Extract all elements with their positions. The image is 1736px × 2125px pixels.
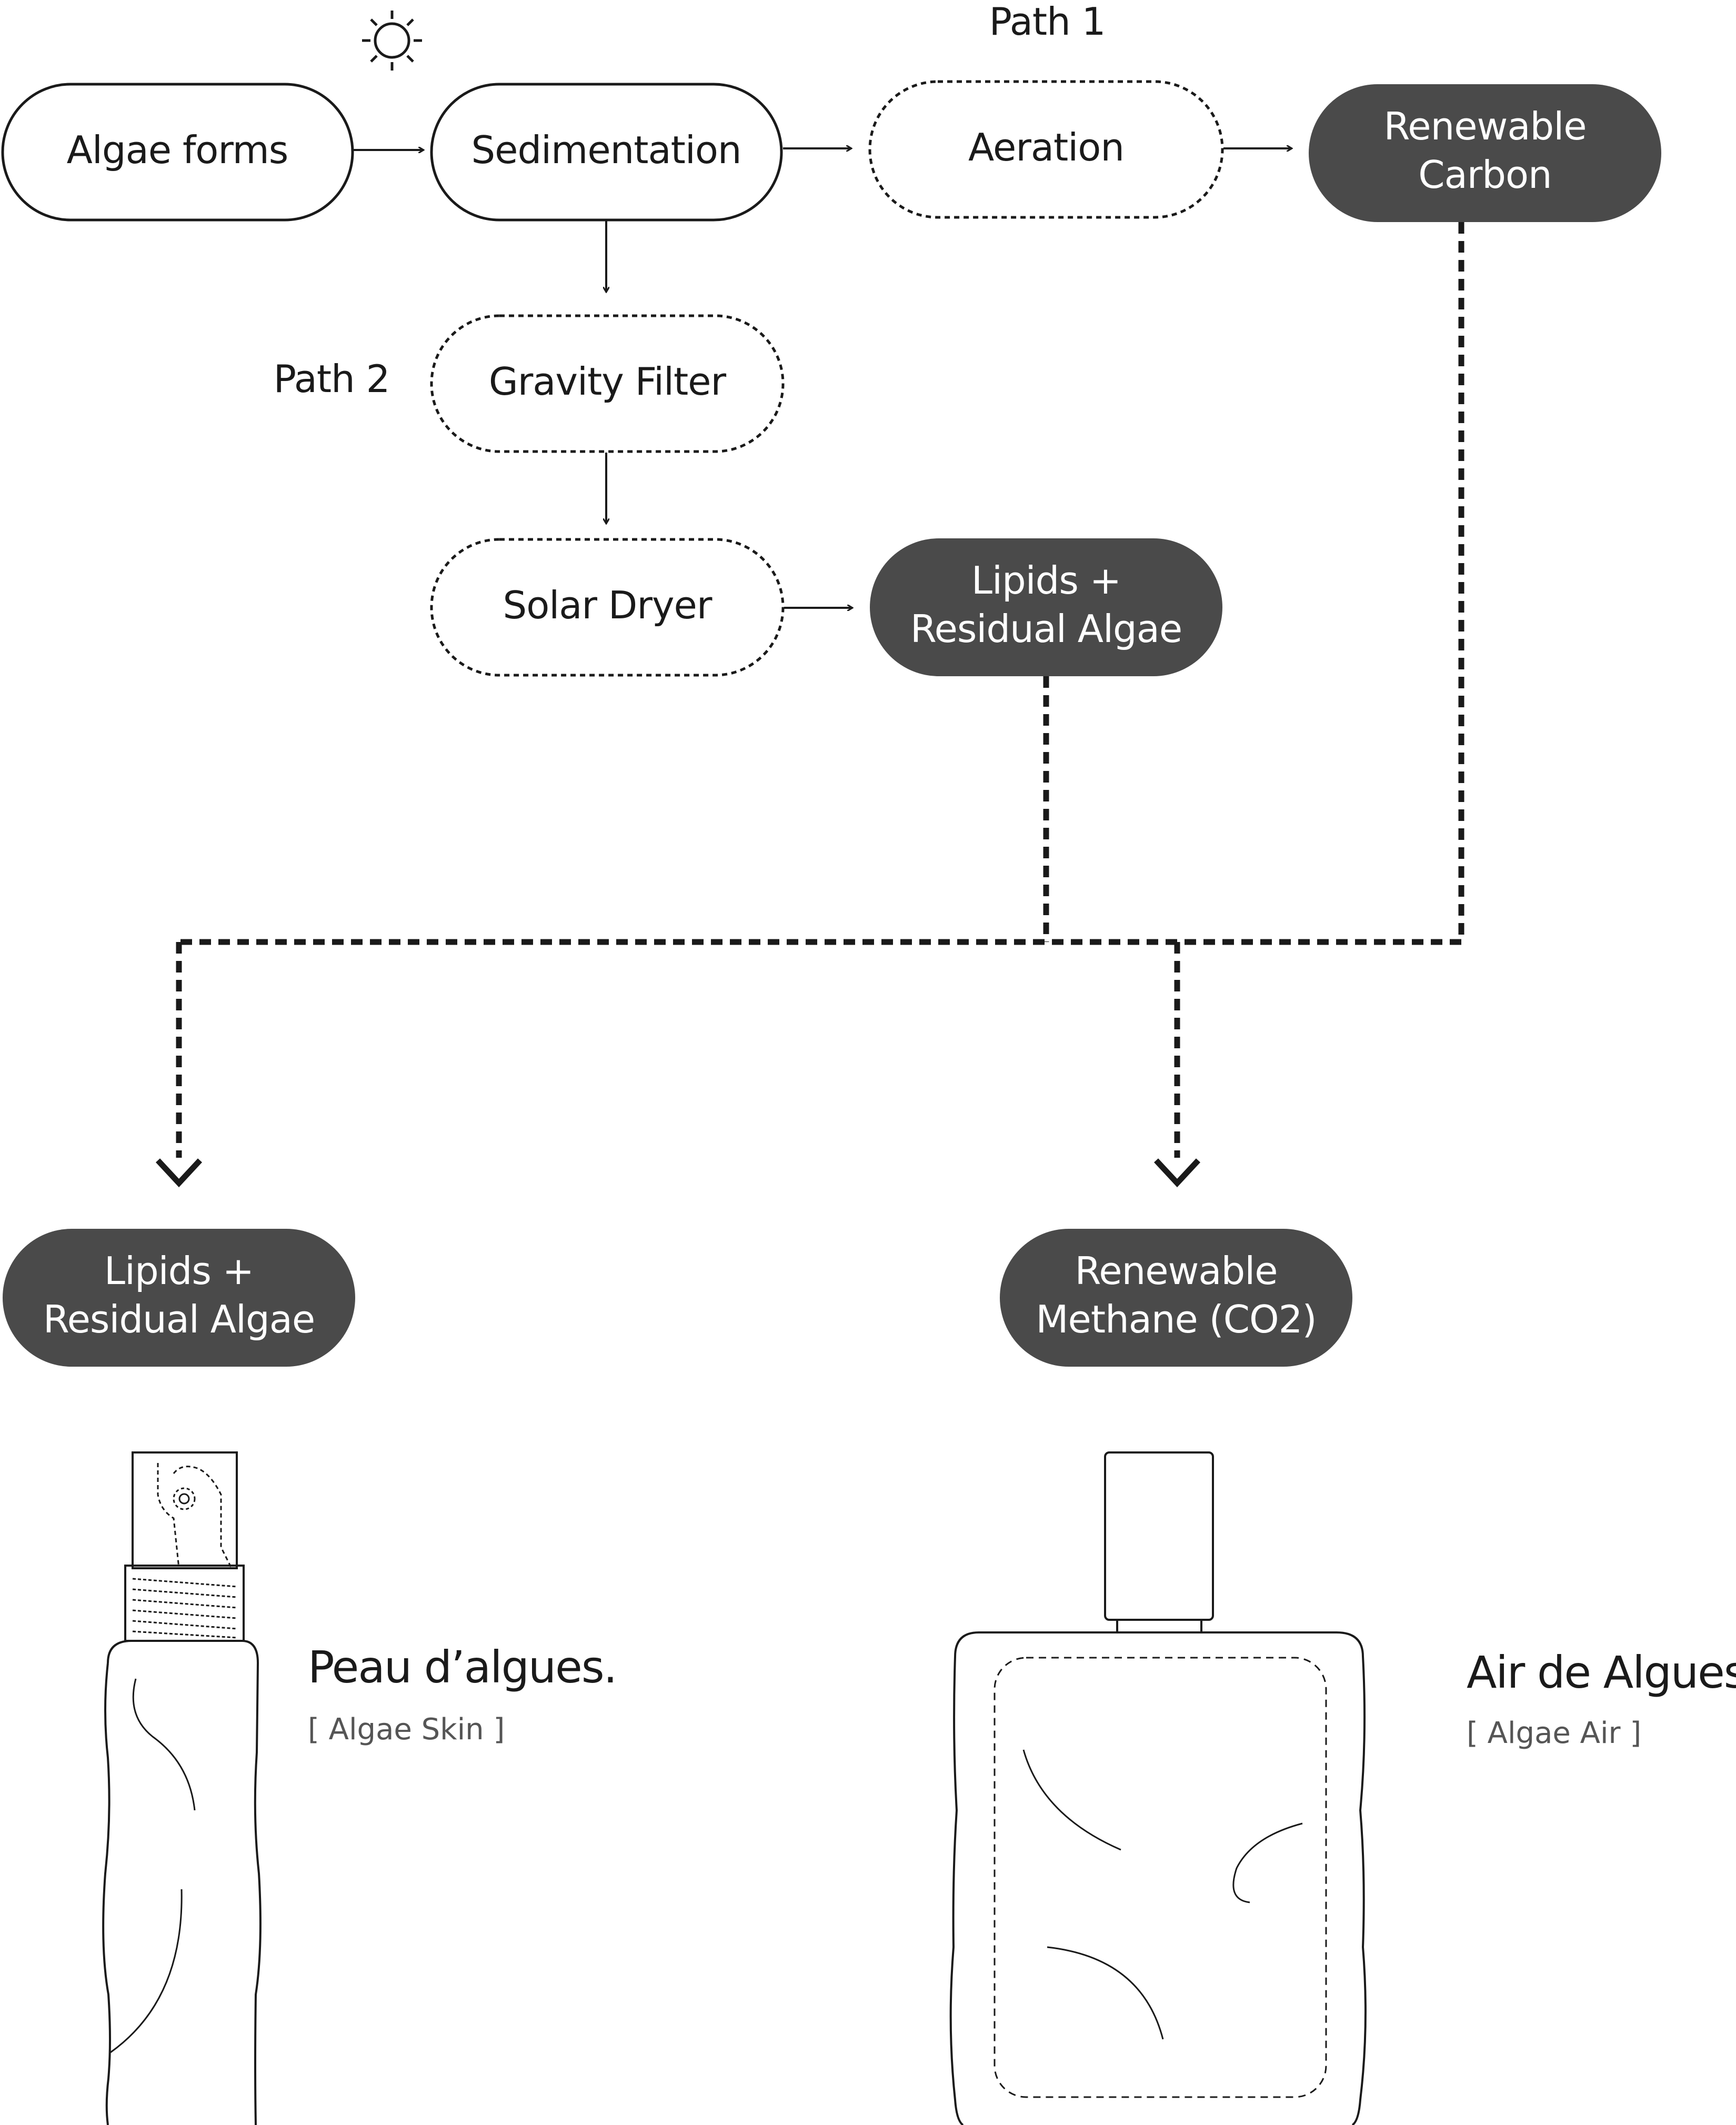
node-methane-out-line1: Renewable: [1075, 1249, 1277, 1293]
product-left-subtitle: [ Algae Skin ]: [308, 1712, 505, 1747]
node-lipids-out: Lipids + Residual Algae: [3, 1229, 355, 1367]
node-gravity-filter-label: Gravity Filter: [489, 359, 727, 404]
node-lipids-mid-line2: Residual Algae: [910, 607, 1182, 651]
dashed-connectors: [176, 222, 1464, 1158]
node-methane-out-line2: Methane (CO2): [1036, 1297, 1316, 1341]
perfume-bottle-icon: [949, 1451, 1367, 2125]
node-solar-dryer: Solar Dryer: [430, 538, 785, 677]
spray-bottle-icon: [102, 1451, 262, 2125]
node-methane-out: Renewable Methane (CO2): [1000, 1229, 1352, 1367]
sun-icon: [362, 11, 422, 71]
product-right-title: Air de Algues: [1467, 1647, 1736, 1698]
node-renewable-carbon: Renewable Carbon: [1309, 84, 1661, 222]
node-lipids-mid: Lipids + Residual Algae: [870, 538, 1222, 676]
dashed-arrowhead-left: [155, 1158, 203, 1188]
node-lipids-out-line1: Lipids +: [104, 1249, 254, 1293]
node-gravity-filter: Gravity Filter: [430, 314, 785, 453]
dashed-arrowhead-right: [1153, 1158, 1201, 1188]
node-aeration: Aeration: [868, 80, 1224, 219]
product-right-subtitle: [ Algae Air ]: [1467, 1716, 1641, 1750]
node-renewable-carbon-line1: Renewable: [1383, 104, 1586, 148]
node-renewable-carbon-line2: Carbon: [1418, 153, 1551, 197]
path2-label: Path 2: [274, 357, 390, 401]
path1-label: Path 1: [989, 0, 1106, 44]
node-sedimentation: Sedimentation: [430, 83, 783, 222]
node-solar-dryer-label: Solar Dryer: [503, 583, 713, 627]
node-algae-forms-label: Algae forms: [67, 128, 288, 172]
node-sedimentation-label: Sedimentation: [471, 128, 741, 172]
node-algae-forms: Algae forms: [1, 83, 354, 222]
product-left-title: Peau d’algues.: [308, 1641, 616, 1693]
node-lipids-out-line2: Residual Algae: [43, 1297, 315, 1341]
node-lipids-mid-line1: Lipids +: [971, 558, 1121, 603]
node-aeration-label: Aeration: [968, 125, 1124, 169]
